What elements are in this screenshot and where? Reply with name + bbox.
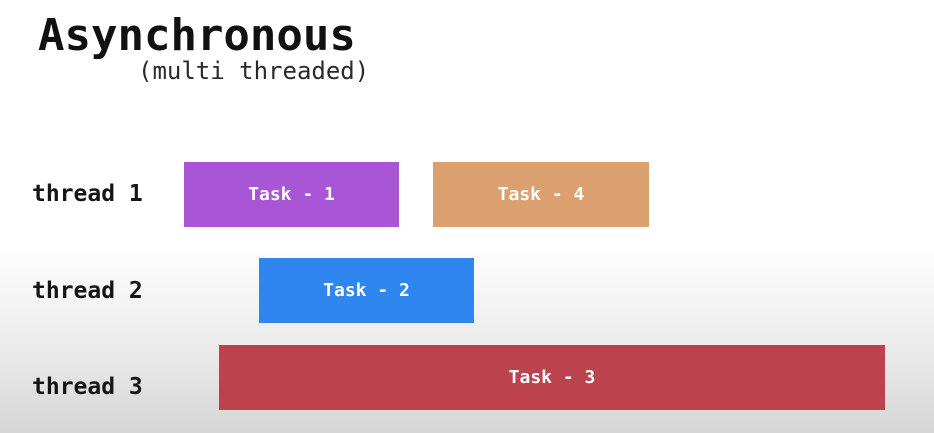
task-3-block: Task - 3 <box>219 345 885 410</box>
thread-2-label: thread 2 <box>32 278 143 304</box>
task-4-label: Task - 4 <box>497 184 585 205</box>
slide-title: Asynchronous <box>38 10 356 61</box>
task-2-label: Task - 2 <box>323 280 410 301</box>
task-1-label: Task - 1 <box>248 184 335 205</box>
task-1-block: Task - 1 <box>184 162 399 227</box>
slide-subtitle: (multi threaded) <box>138 57 370 85</box>
task-4-block: Task - 4 <box>433 162 649 227</box>
task-3-label: Task - 3 <box>508 367 596 388</box>
thread-3-label: thread 3 <box>32 374 143 400</box>
thread-1-label: thread 1 <box>32 181 143 207</box>
task-2-block: Task - 2 <box>259 258 474 323</box>
